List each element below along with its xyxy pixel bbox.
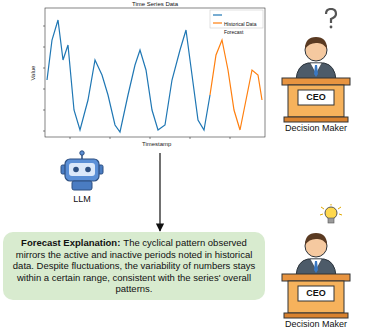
explanation-box: Forecast Explanation:The cyclical patter…: [3, 232, 265, 300]
ceo-illustration: [280, 204, 352, 320]
legend-line-sample: [213, 14, 222, 15]
legend-box: [210, 10, 263, 28]
forecast-line: [210, 40, 262, 130]
role-label: Decision Maker: [278, 319, 354, 330]
desk-label: CEO: [278, 288, 354, 299]
llm-label: LLM: [55, 194, 109, 205]
axis-label: Value: [30, 66, 36, 81]
question-symbol: [326, 9, 336, 23]
legend-entry: Forecast: [224, 20, 243, 38]
robot-icon: [57, 150, 107, 192]
desk-label: CEO: [278, 92, 354, 103]
llm-icon: LLM: [55, 150, 109, 208]
axis-label: Timestamp: [142, 141, 171, 147]
legend-entry: Historical Data: [224, 12, 257, 30]
person-figure: [296, 37, 336, 80]
legend-text: Forecast: [224, 29, 243, 35]
role-label: Decision Maker: [278, 123, 354, 134]
question-dot: [330, 26, 333, 29]
flow-arrow: [159, 153, 160, 231]
legend-text: Historical Data: [224, 21, 257, 27]
chart-title: Time Series Data: [45, 0, 265, 8]
legend-line-sample: [213, 22, 222, 23]
lightbulb-symbol: [320, 204, 342, 223]
explanation-heading: Forecast Explanation:: [21, 237, 120, 248]
person-figure: [296, 233, 336, 276]
plot-frame: [45, 8, 265, 137]
decision-maker-figure: CEO Decision Maker: [278, 204, 354, 330]
decision-maker-figure: CEO Decision Maker: [278, 8, 354, 134]
ceo-illustration: [280, 8, 352, 124]
historical-line: [47, 20, 210, 132]
